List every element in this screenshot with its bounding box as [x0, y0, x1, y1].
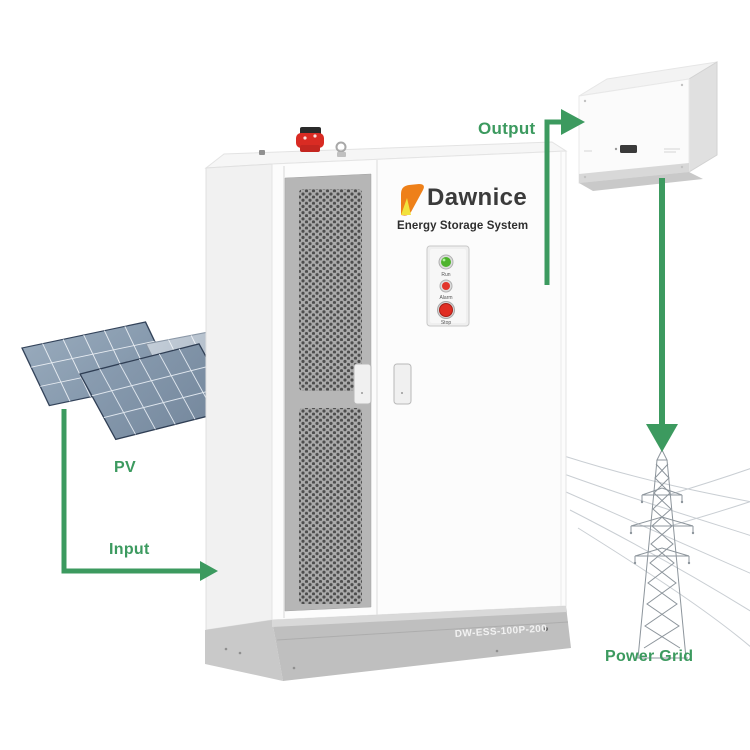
output-label: Output — [478, 119, 536, 138]
pv-label: PV — [114, 459, 136, 476]
run-indicator-light — [438, 254, 454, 270]
ess-cabinet-image: Run Alarm Stop — [204, 127, 571, 681]
inverter-unit-image — [578, 61, 718, 191]
cabinet-base: DW-ESS-100P-200 — [205, 606, 571, 681]
dawnice-logo-icon — [401, 184, 424, 216]
transmission-tower-image — [629, 444, 695, 659]
system-subtitle: Energy Storage System — [397, 220, 529, 232]
brand-name: Dawnice — [427, 184, 528, 211]
output-flow-arrow — [544, 109, 585, 285]
emergency-stop-button — [296, 127, 324, 152]
run-indicator-label: Run — [441, 272, 450, 278]
control-panel: Run Alarm Stop — [426, 245, 470, 327]
alarm-indicator-label: Alarm — [439, 295, 452, 301]
power-lines — [563, 455, 750, 647]
alarm-indicator-light — [439, 279, 453, 293]
ventilation-grille — [299, 189, 362, 604]
power-grid-label: Power Grid — [605, 648, 694, 665]
door-handle — [353, 363, 412, 405]
stop-button-label: Stop — [441, 320, 452, 326]
input-flow-arrow — [61, 409, 218, 581]
lifting-eye-bolt — [259, 141, 347, 157]
input-label: Input — [109, 541, 150, 558]
stop-button — [437, 301, 455, 319]
grid-flow-arrow — [646, 178, 678, 452]
